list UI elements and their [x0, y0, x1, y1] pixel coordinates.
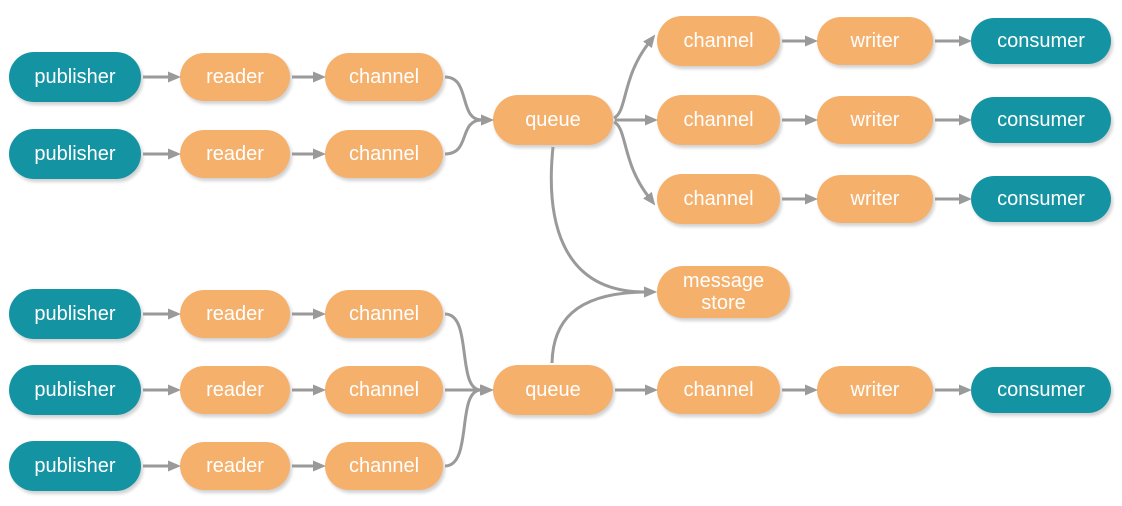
node-label: channel — [683, 187, 754, 210]
edge-c1-q1 — [444, 75, 494, 126]
node-label: publisher — [34, 454, 116, 477]
node-reader: reader — [180, 130, 290, 178]
node-label: writer — [850, 29, 900, 52]
node-label: channel — [348, 65, 420, 88]
edge-c2-q1 — [444, 114, 494, 156]
node-consumer: consumer — [971, 18, 1111, 64]
edge-q1-ms — [549, 146, 657, 298]
node-label: consumer — [997, 108, 1085, 131]
node-publisher: publisher — [9, 441, 141, 491]
node-label: channel — [348, 142, 420, 165]
node-channel: channel — [325, 366, 443, 414]
node-channel: channel — [657, 366, 780, 414]
node-channel: channel — [325, 290, 443, 338]
node-message-store: message store — [657, 266, 790, 318]
node-label: consumer — [997, 187, 1085, 210]
node-channel: channel — [657, 95, 780, 145]
node-label: channel — [348, 454, 420, 477]
node-label: channel — [348, 302, 420, 325]
node-label: message store — [682, 269, 765, 314]
node-label: publisher — [34, 302, 116, 325]
edge-q1-ct1 — [613, 34, 656, 120]
node-label: reader — [206, 302, 264, 325]
node-label: channel — [683, 29, 754, 52]
node-label: publisher — [34, 378, 116, 401]
edge-c3-q2 — [444, 312, 493, 396]
node-channel: channel — [657, 16, 780, 66]
node-label: writer — [850, 378, 900, 401]
node-publisher: publisher — [9, 365, 141, 415]
edge-c5-q2 — [444, 384, 493, 468]
node-label: writer — [850, 108, 900, 131]
node-label: queue — [525, 378, 581, 401]
node-publisher: publisher — [9, 52, 141, 102]
node-label: channel — [683, 378, 754, 401]
node-label: channel — [683, 108, 754, 131]
node-consumer: consumer — [971, 367, 1111, 413]
node-label: reader — [206, 142, 264, 165]
node-label: publisher — [34, 65, 116, 88]
node-publisher: publisher — [9, 129, 141, 179]
node-channel: channel — [657, 174, 780, 224]
node-reader: reader — [180, 442, 290, 490]
node-consumer: consumer — [971, 176, 1111, 222]
node-label: reader — [206, 454, 264, 477]
node-label: reader — [206, 65, 264, 88]
node-label: writer — [850, 187, 900, 210]
node-writer: writer — [817, 366, 933, 414]
node-channel: channel — [325, 442, 443, 490]
node-queue: queue — [493, 95, 613, 145]
node-consumer: consumer — [971, 97, 1111, 143]
node-label: queue — [525, 108, 581, 131]
node-label: channel — [348, 378, 420, 401]
node-reader: reader — [180, 53, 290, 101]
node-reader: reader — [180, 290, 290, 338]
node-writer: writer — [817, 96, 933, 144]
node-writer: writer — [817, 175, 933, 223]
edge-q2-ms — [550, 286, 657, 364]
node-reader: reader — [180, 366, 290, 414]
node-queue: queue — [493, 365, 613, 415]
node-writer: writer — [817, 17, 933, 65]
node-publisher: publisher — [9, 289, 141, 339]
node-label: consumer — [997, 378, 1085, 401]
node-channel: channel — [325, 53, 443, 101]
node-channel: channel — [325, 130, 443, 178]
node-label: consumer — [997, 29, 1085, 52]
edge-q1-ct3 — [613, 120, 656, 206]
node-label: publisher — [34, 142, 116, 165]
node-label: reader — [206, 378, 264, 401]
